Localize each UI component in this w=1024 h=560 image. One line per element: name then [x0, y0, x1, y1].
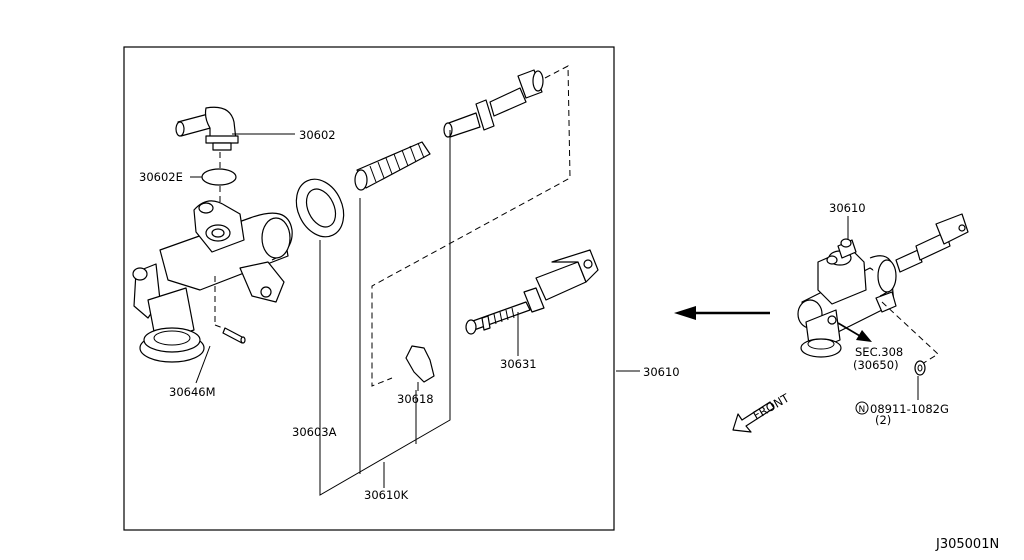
- label-n-symbol: N: [859, 405, 866, 415]
- label-front: FRONT: [751, 390, 793, 422]
- label-30602: 30602: [299, 128, 336, 142]
- piston-rod-drawing: [443, 69, 544, 138]
- direction-arrow: [674, 306, 770, 320]
- piston-seal-drawing: [295, 178, 345, 238]
- label-30603a: 30603A: [292, 425, 337, 439]
- exploded-view-frame: [123, 46, 615, 531]
- label-sec-part: (30650): [853, 358, 899, 372]
- elbow-fitting-drawing: [175, 106, 239, 151]
- label-bolt-part: 08911-1082G: [870, 402, 949, 416]
- label-30618: 30618: [397, 392, 434, 406]
- assembled-cylinder-drawing: [797, 213, 969, 358]
- front-arrow-icon: [732, 401, 775, 433]
- label-30610k: 30610K: [364, 488, 409, 502]
- o-ring-drawing: [201, 168, 237, 186]
- label-30610-box: 30610: [643, 365, 680, 379]
- n-symbol-icon: [855, 401, 869, 415]
- drawing-number: J305001N: [935, 537, 999, 552]
- pin-drawing: [222, 327, 246, 344]
- bolt-drawing: [914, 360, 926, 376]
- master-cylinder-body-drawing: [132, 200, 293, 363]
- label-30610-assembly: 30610: [829, 201, 866, 215]
- seal-kit-drawing: [405, 345, 435, 383]
- push-rod-drawing: [465, 249, 599, 335]
- label-sec-308: SEC.308: [855, 345, 903, 359]
- label-30631: 30631: [500, 357, 537, 371]
- label-30646m: 30646M: [169, 385, 216, 399]
- label-bolt-qty: (2): [875, 413, 891, 427]
- spring-drawing: [354, 141, 431, 191]
- label-30602e: 30602E: [139, 170, 183, 184]
